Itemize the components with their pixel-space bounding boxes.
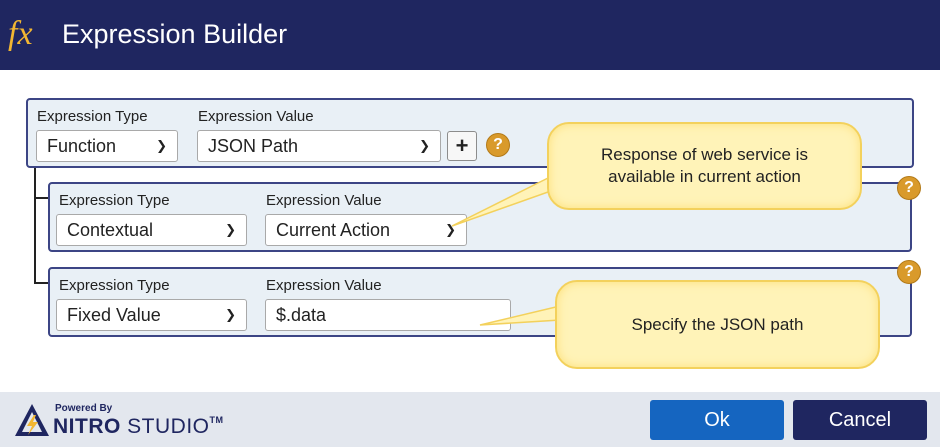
selected-value: JSON Path xyxy=(208,136,299,156)
chevron-down-icon: ❯ xyxy=(445,222,456,237)
expression-type-select[interactable]: Fixed Value ❯ xyxy=(56,299,247,331)
expression-value-select[interactable]: JSON Path ❯ xyxy=(197,130,441,162)
selected-value: Function xyxy=(47,136,117,156)
help-icon[interactable]: ? xyxy=(486,133,510,157)
selected-value: Contextual xyxy=(67,220,154,240)
expression-value-input[interactable]: $.data xyxy=(265,299,511,331)
selected-value: Fixed Value xyxy=(67,305,161,325)
expression-type-label: Expression Type xyxy=(59,192,170,209)
chevron-down-icon: ❯ xyxy=(156,138,167,153)
help-icon[interactable]: ? xyxy=(897,176,921,200)
tree-connector xyxy=(34,282,49,284)
nitro-logo-icon xyxy=(15,404,49,436)
chevron-down-icon: ❯ xyxy=(419,138,430,153)
brand-trademark: TM xyxy=(209,415,224,425)
chevron-down-icon: ❯ xyxy=(225,307,236,322)
expression-value-label: Expression Value xyxy=(266,192,382,209)
brand-nitro: NITRO xyxy=(53,415,121,438)
brand-logo-text: NITRO STUDIOTM xyxy=(53,415,224,439)
expression-value-label: Expression Value xyxy=(266,277,382,294)
cancel-button[interactable]: Cancel xyxy=(793,400,927,440)
callout-json-path: Specify the JSON path xyxy=(555,280,880,369)
expression-type-select[interactable]: Contextual ❯ xyxy=(56,214,247,246)
selected-value: Current Action xyxy=(276,220,391,240)
ok-button[interactable]: Ok xyxy=(650,400,784,440)
callout-web-service-response: Response of web service is available in … xyxy=(547,122,862,210)
powered-by-label: Powered By xyxy=(55,403,113,414)
title-bar: fx Expression Builder xyxy=(0,0,940,70)
fx-icon: fx xyxy=(8,15,33,52)
expression-type-select[interactable]: Function ❯ xyxy=(36,130,178,162)
help-icon[interactable]: ? xyxy=(897,260,921,284)
chevron-down-icon: ❯ xyxy=(225,222,236,237)
expression-type-label: Expression Type xyxy=(59,277,170,294)
dialog-title: Expression Builder xyxy=(62,19,288,49)
add-expression-button[interactable]: + xyxy=(447,131,477,161)
tree-connector xyxy=(34,197,49,199)
brand-studio: STUDIO xyxy=(127,415,210,438)
tree-connector xyxy=(34,168,36,283)
expression-type-label: Expression Type xyxy=(37,108,148,125)
expression-value-label: Expression Value xyxy=(198,108,314,125)
expression-value-select[interactable]: Current Action ❯ xyxy=(265,214,467,246)
